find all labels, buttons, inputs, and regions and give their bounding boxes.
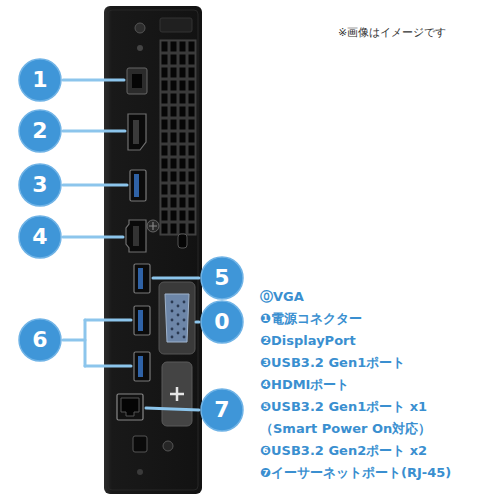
port-legend-item: ❺USB3.2 Gen1ポート x1 （Smart Power On対応） [260, 396, 460, 440]
displayport-port [128, 114, 146, 150]
callout-number: 2 [32, 120, 47, 142]
usb-port [134, 352, 150, 381]
lock-slot [178, 234, 187, 248]
callout-circle: 2 [18, 109, 62, 153]
callout-circle: 0 [200, 300, 244, 344]
callout-number: 1 [32, 69, 47, 91]
port-legend-item: ❸USB3.2 Gen1ポート [260, 352, 405, 374]
hdmi-port [126, 220, 146, 252]
leader-lines [63, 80, 199, 410]
callout-circle: 3 [18, 163, 62, 207]
vga-port [165, 294, 189, 342]
callout-number: 4 [32, 226, 47, 248]
vent-grille [160, 40, 196, 235]
callout-circle: 5 [200, 256, 244, 300]
port-legend-item: ❶電源コネクター [260, 308, 362, 330]
image-note: ※画像はイメージです [338, 25, 446, 40]
callout-circle: 7 [200, 388, 244, 432]
port-legend-item: ❹HDMIポート [260, 374, 349, 396]
callout-number: 0 [214, 311, 229, 333]
callout-number: 3 [32, 174, 47, 196]
port-legend-item: ⓪VGA [260, 286, 304, 308]
callout-circle: 6 [18, 318, 62, 362]
power-connector [127, 68, 147, 94]
port-legend-item: ❷DisplayPort [260, 330, 356, 352]
port-legend-item: ❼イーサーネットポート(RJ-45) [260, 462, 451, 484]
knockout-panel [162, 362, 192, 426]
callout-number: 7 [214, 399, 229, 421]
usb-port [130, 170, 146, 201]
callout-number: 6 [32, 329, 47, 351]
ethernet-port [117, 394, 143, 420]
usb-port [134, 306, 150, 335]
callout-circle: 4 [18, 215, 62, 259]
callout-number: 5 [214, 267, 229, 289]
callout-circle: 1 [18, 58, 62, 102]
vga-panel [159, 282, 195, 354]
usb-port [134, 264, 150, 293]
port-legend-item: ❻USB3.2 Gen2ポート x2 [260, 440, 427, 462]
